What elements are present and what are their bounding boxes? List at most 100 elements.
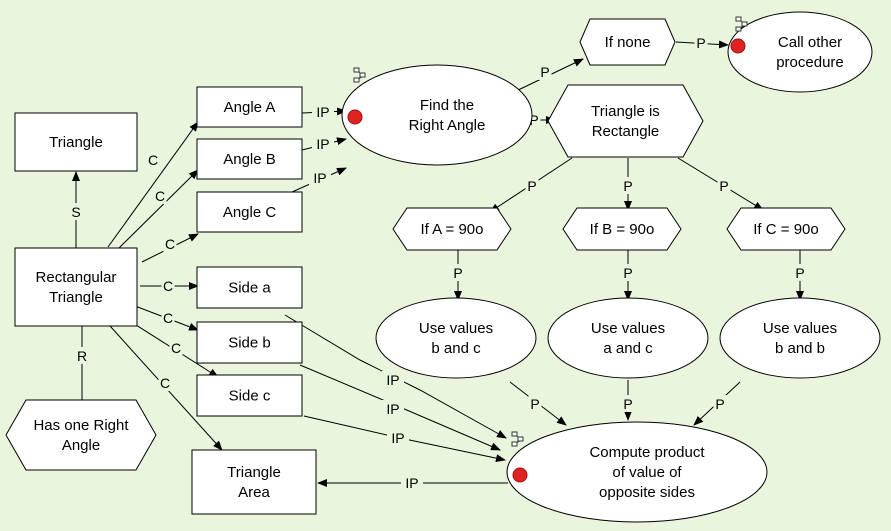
node-hexagon (726, 207, 846, 251)
node-label: of value of (612, 464, 682, 481)
edge-label: C (165, 236, 175, 252)
edge-label-background (75, 347, 89, 364)
edge-arrow (107, 121, 199, 248)
edge-label-background (161, 309, 175, 326)
edge-label-background (312, 103, 334, 120)
node-angle-a[interactable]: Angle A (196, 86, 303, 128)
procedure-marker-icon (730, 38, 746, 54)
edge-label: IP (316, 136, 329, 152)
edge-label: IP (405, 475, 418, 491)
edge-label: P (623, 396, 632, 412)
edge-label-background (451, 264, 465, 281)
edge-label: IP (313, 170, 326, 186)
node-angle-b[interactable]: Angle B (196, 138, 303, 180)
node-box (196, 191, 303, 233)
node-label: Find the (420, 97, 474, 114)
edge-label-background (161, 277, 175, 294)
node-if-none[interactable]: If none (579, 18, 676, 66)
node-label: If none (605, 34, 651, 51)
node-hexagon (562, 207, 682, 251)
node-label: If B = 90o (590, 221, 655, 238)
edge-rect_tri-to-angle_a: C (107, 121, 199, 248)
edge-label-background (169, 339, 183, 356)
procedure-marker-icon (512, 467, 528, 483)
edge-tri_is_rect-to-if_b: P (621, 158, 635, 211)
edge-label: R (77, 348, 87, 364)
node-label: Rectangle (592, 123, 660, 140)
node-box (14, 112, 138, 172)
edge-label: P (623, 178, 632, 194)
edge-side_b-to-compute: IP (299, 364, 501, 451)
network-icon (353, 67, 366, 83)
edge-label: P (715, 396, 724, 412)
edge-label: P (453, 265, 462, 281)
node-side-c[interactable]: Side c (196, 374, 303, 417)
edge-rect_tri-to-triangle: S (69, 171, 83, 248)
edge-label: IP (386, 401, 399, 417)
node-if-c[interactable]: If C = 90o (726, 207, 846, 251)
edge-if_a-to-use_bc: P (451, 250, 465, 301)
edge-label: P (530, 396, 539, 412)
edge-label-background (621, 264, 635, 281)
edge-label: C (155, 188, 165, 204)
edge-label: S (71, 204, 80, 220)
edge-label: C (163, 278, 173, 294)
node-side-b[interactable]: Side b (196, 321, 303, 364)
edge-label: IP (386, 372, 399, 388)
procedure-marker-icon (347, 109, 363, 125)
node-triangle[interactable]: Triangle (14, 112, 138, 172)
edge-angle_b-to-find_right: IP (301, 135, 347, 152)
edge-label: C (148, 152, 158, 168)
node-label: Angle C (223, 204, 277, 221)
node-if-b[interactable]: If B = 90o (562, 207, 682, 251)
node-label: Angle B (223, 151, 276, 168)
edge-label-background (309, 169, 331, 186)
node-box (196, 321, 303, 364)
node-side-a[interactable]: Side a (196, 266, 303, 309)
node-ellipse (341, 64, 533, 166)
edge-label: P (529, 112, 538, 128)
node-label: Triangle (227, 464, 281, 481)
node-label: b and c (431, 340, 481, 357)
edge-label-background (538, 63, 552, 80)
edge-label: P (719, 178, 728, 194)
node-label: opposite sides (599, 484, 695, 501)
node-angle-c[interactable]: Angle C (196, 191, 303, 233)
node-box (191, 449, 317, 515)
edge-label: C (171, 340, 181, 356)
node-label: Compute product (589, 444, 705, 461)
node-label: Angle A (224, 99, 276, 116)
edge-label-background (387, 429, 409, 446)
edge-label-background (401, 474, 423, 491)
edge-label-background (69, 203, 83, 220)
node-ellipse (375, 297, 537, 379)
edge-use_bb-to-compute: P (693, 381, 741, 426)
edge-if_c-to-use_bb: P (793, 250, 807, 301)
edge-find_right-to-if_none: P (513, 58, 584, 93)
edge-label-background (146, 151, 160, 168)
edge-if_b-to-use_ac: P (621, 250, 635, 301)
edge-label: IP (316, 104, 329, 120)
edge-label-background (713, 395, 727, 412)
node-label: Side c (229, 388, 271, 405)
node-label: If C = 90o (753, 221, 818, 238)
edge-label: C (160, 375, 170, 391)
node-compute[interactable]: Compute product of value of opposite sides (506, 421, 768, 523)
node-if-a[interactable]: If A = 90o (392, 207, 512, 251)
edge-rect_tri-to-angle_c: C (141, 233, 199, 263)
edge-label: P (527, 178, 536, 194)
edge-label-background (528, 395, 542, 412)
edge-rect_tri-to-side_b: C (134, 305, 199, 331)
edge-label-background (158, 374, 172, 391)
